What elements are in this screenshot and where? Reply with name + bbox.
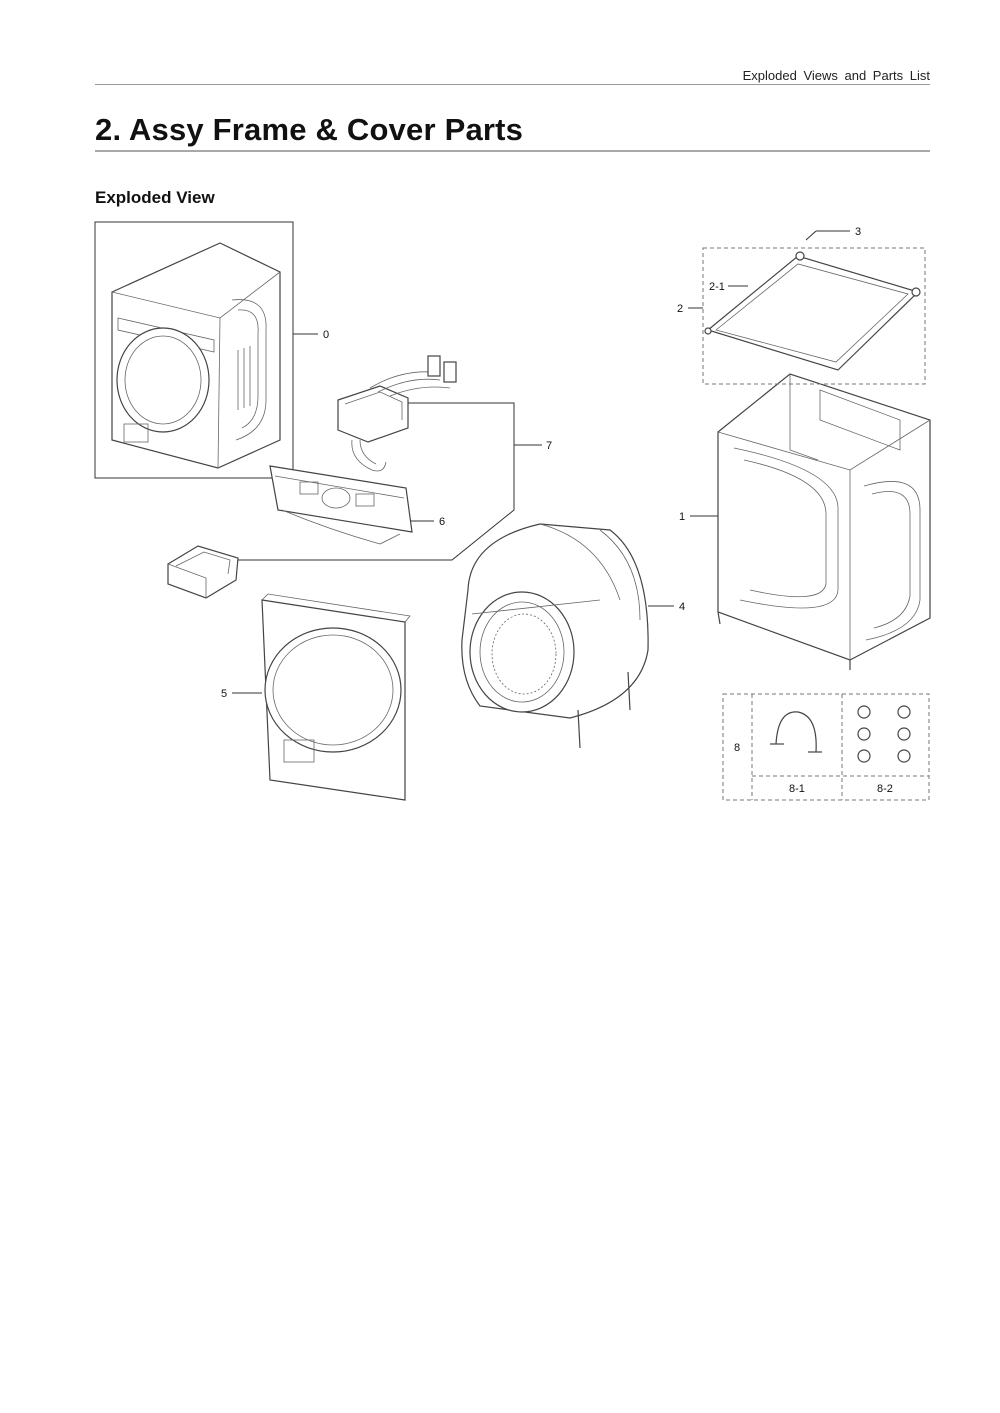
callout-2-1: 2-1 — [709, 281, 725, 293]
callout-8-1: 8-1 — [789, 783, 805, 795]
leader-lines — [232, 230, 850, 694]
hose-guide-icon — [775, 711, 817, 753]
part-8-accessories-table — [722, 693, 930, 801]
part-2-top-cover-group — [702, 247, 926, 385]
page-title: 2. Assy Frame & Cover Parts — [95, 112, 524, 147]
callout-8-2: 8-2 — [877, 783, 893, 795]
callout-1: 1 — [679, 511, 685, 523]
part-0-washer-assembly — [94, 221, 294, 479]
callout-5: 5 — [221, 688, 227, 700]
header-rule — [95, 84, 930, 85]
callout-8: 8 — [734, 742, 740, 754]
part-6-control-panel — [269, 465, 413, 545]
callout-4: 4 — [679, 601, 685, 613]
part-1-cabinet-frame — [717, 373, 931, 670]
running-header: Exploded Views and Parts List — [742, 68, 930, 83]
callout-0: 0 — [323, 329, 329, 341]
cap-icon — [857, 705, 871, 719]
part-7-valve-hose-assembly — [337, 355, 457, 472]
part-5-front-cover — [261, 593, 411, 801]
callout-labels: 0 1 2 2-1 3 4 5 6 7 8 8-1 8-2 — [221, 226, 893, 795]
title-rule — [95, 150, 930, 152]
callout-3: 3 — [855, 226, 861, 238]
callout-2: 2 — [677, 303, 683, 315]
part-4-tub-assembly — [461, 523, 649, 749]
callout-6: 6 — [439, 516, 445, 528]
section-heading: Exploded View — [95, 188, 215, 207]
detergent-drawer — [167, 545, 239, 599]
callout-7: 7 — [546, 440, 552, 452]
